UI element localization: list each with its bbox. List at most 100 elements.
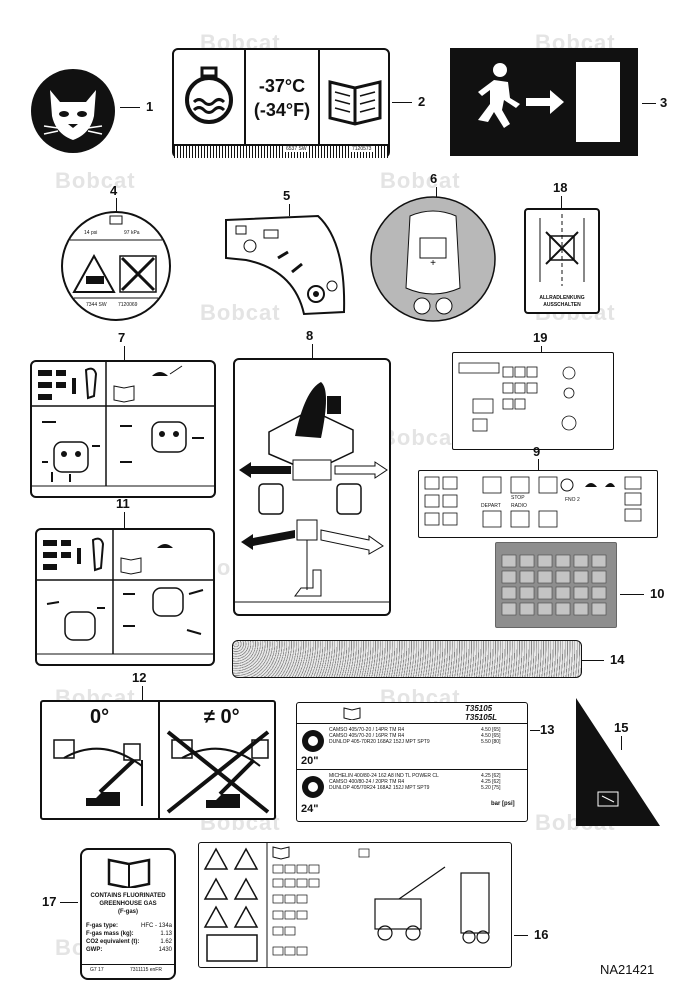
turtle-icon xyxy=(585,483,597,487)
fgas-type-label: F-gas type: xyxy=(86,923,119,929)
fluorinated-gas-decal: CONTAINS FLUORINATED GREENHOUSE GAS (F-g… xyxy=(80,848,176,980)
joystick-functions-alt-decal xyxy=(35,528,215,666)
callout-2: 2 xyxy=(418,94,426,109)
callout-6: 6 xyxy=(430,171,438,186)
callout-13: 13 xyxy=(540,722,555,737)
pressure-unit-label: bar [psi] xyxy=(491,801,515,807)
boom-angle-decal: 0° ≠ 0° xyxy=(40,700,276,820)
manual-book-icon xyxy=(113,385,135,403)
callout-7: 7 xyxy=(118,330,126,345)
telehandler-icon xyxy=(374,866,490,944)
tire-row-bottom-3: DUNLOP 405/70R24 168A2 152J MPT SPT9 xyxy=(329,785,430,791)
decal4-pressure-psi: 14 psi xyxy=(84,230,98,236)
coolant-engine-icon xyxy=(185,66,233,124)
start-key-icon xyxy=(307,285,325,303)
rotary-selector-decal: + xyxy=(370,196,496,322)
callout-14: 14 xyxy=(610,652,625,667)
bobcat-head-icon xyxy=(50,90,96,140)
four-wheel-steering-decal: ALLRADLENKUNG AUSSCHALTEN xyxy=(524,208,600,314)
disable-steering-icon xyxy=(545,231,579,265)
triangle-marker-decal xyxy=(576,698,660,826)
callout-8: 8 xyxy=(306,328,314,343)
pressure-top-1: 4.50 [65] xyxy=(481,727,501,733)
telehandler-icon xyxy=(206,794,240,808)
light-icon xyxy=(560,478,574,492)
stop-icon xyxy=(243,239,257,253)
pressure-top-2: 4.50 [65] xyxy=(481,733,501,739)
brand-label-2: T35105L xyxy=(465,713,498,722)
warning-triangle-icon xyxy=(233,847,259,870)
joystick-icon xyxy=(84,367,98,400)
fgas-co2-label: CO2 equivalent (t): xyxy=(86,939,140,945)
fgas-gwp-label: GWP: xyxy=(86,947,103,953)
tire-row-top-3: DUNLOP 405-70R20 168A2 152J MPT SPT9 xyxy=(329,739,430,745)
callout-11: 11 xyxy=(116,496,130,511)
turtle-icon xyxy=(152,372,168,376)
callout-4: 4 xyxy=(110,183,118,198)
fgas-type-value: HFC - 134a xyxy=(140,923,172,929)
rabbit-icon xyxy=(605,483,615,487)
pressure-bottom-2: 4.25 [62] xyxy=(481,779,501,785)
manual-book-icon xyxy=(120,557,142,575)
fgas-title-line2: GREENHOUSE GAS xyxy=(99,901,157,907)
fgas-gwp-value: 1430 xyxy=(158,947,172,953)
tire-row-top-2: CAMSO 405/70-20 / 16PR TM R4 xyxy=(329,733,405,739)
angle-zero-label: 0° xyxy=(90,706,110,728)
stop-label: STOP xyxy=(511,495,525,501)
callout-19: 19 xyxy=(533,330,548,345)
tire-row-bottom-1: MICHELIN 400/80-24 162 A8 IND TL POWER C… xyxy=(329,773,439,779)
warning-triangle-icon xyxy=(203,905,229,928)
anti-slip-strip-decal xyxy=(232,640,582,678)
rotation-arrow-icon xyxy=(435,297,453,315)
fgas-title-line1: CONTAINS FLUORINATED xyxy=(90,893,166,899)
joystick-icon xyxy=(91,537,105,572)
tire-row-bottom-2: CAMSO 400/80-24 / 20PR TM R4 xyxy=(329,779,405,785)
brand-label-1: T35105 xyxy=(465,704,493,713)
warning-triangle-icon xyxy=(203,847,229,870)
pressure-bottom-3: 5.20 [75] xyxy=(481,785,501,791)
running-person-icon xyxy=(478,63,520,128)
decal4-code-right: 7120069 xyxy=(118,302,138,308)
temp-celsius: -37°C xyxy=(258,76,306,96)
button-grid-decal xyxy=(495,542,617,628)
fgas-title-line3: (F-gas) xyxy=(118,909,138,915)
tire-size-24: 24" xyxy=(301,803,319,815)
fgas-code-left: G7 17 xyxy=(90,967,104,973)
arrow-left-icon xyxy=(241,530,295,550)
tire-pressure-table-decal: T35105 T35105L 20" 24" CAMSO 405/70-20 /… xyxy=(296,702,528,822)
decal4-code-left: 7344 SW xyxy=(86,302,107,308)
decal2-code-right: 7120573 xyxy=(350,146,374,152)
fgas-co2-value: 1.62 xyxy=(160,939,172,945)
four-wheel-steering-line1: ALLRADLENKUNG xyxy=(539,295,585,301)
svg-text:+: + xyxy=(430,258,436,269)
depart-label: DEPART xyxy=(481,503,501,509)
crush-warning-icon xyxy=(72,253,116,293)
switch-panel-decal: STOP FNO 2 DEPART RADIO xyxy=(418,470,658,538)
watermark: Bobcat xyxy=(55,168,136,193)
manual-book-icon xyxy=(107,858,151,888)
arrow-right-icon xyxy=(334,461,388,479)
callout-17: 17 xyxy=(42,894,57,909)
manual-book-icon xyxy=(272,846,290,860)
joystick-functions-decal xyxy=(30,360,216,498)
decal4-pressure-kpa: 97 kPa xyxy=(124,230,140,236)
telehandler-icon xyxy=(86,792,120,806)
fgas-mass-value: 1.13 xyxy=(160,931,172,937)
callout-18: 18 xyxy=(553,180,568,195)
callout-12: 12 xyxy=(132,670,147,685)
manual-book-icon xyxy=(343,707,361,720)
warning-triangle-icon xyxy=(203,877,229,900)
ignition-switch-decal xyxy=(225,214,346,316)
figure-id: NA21421 xyxy=(600,962,655,977)
prohibited-icon xyxy=(166,730,270,814)
pressure-bottom-1: 4.25 [62] xyxy=(481,773,501,779)
pressure-top-3: 5.50 [80] xyxy=(481,739,501,745)
callout-3: 3 xyxy=(660,95,668,110)
prohibited-icon xyxy=(120,256,156,292)
turtle-icon xyxy=(157,544,173,548)
warning-triangle-icon xyxy=(233,877,259,900)
emergency-exit-decal xyxy=(450,48,638,156)
tire-pressure-warning-decal xyxy=(61,211,171,321)
callout-1: 1 xyxy=(146,99,154,114)
callout-5: 5 xyxy=(283,188,291,203)
